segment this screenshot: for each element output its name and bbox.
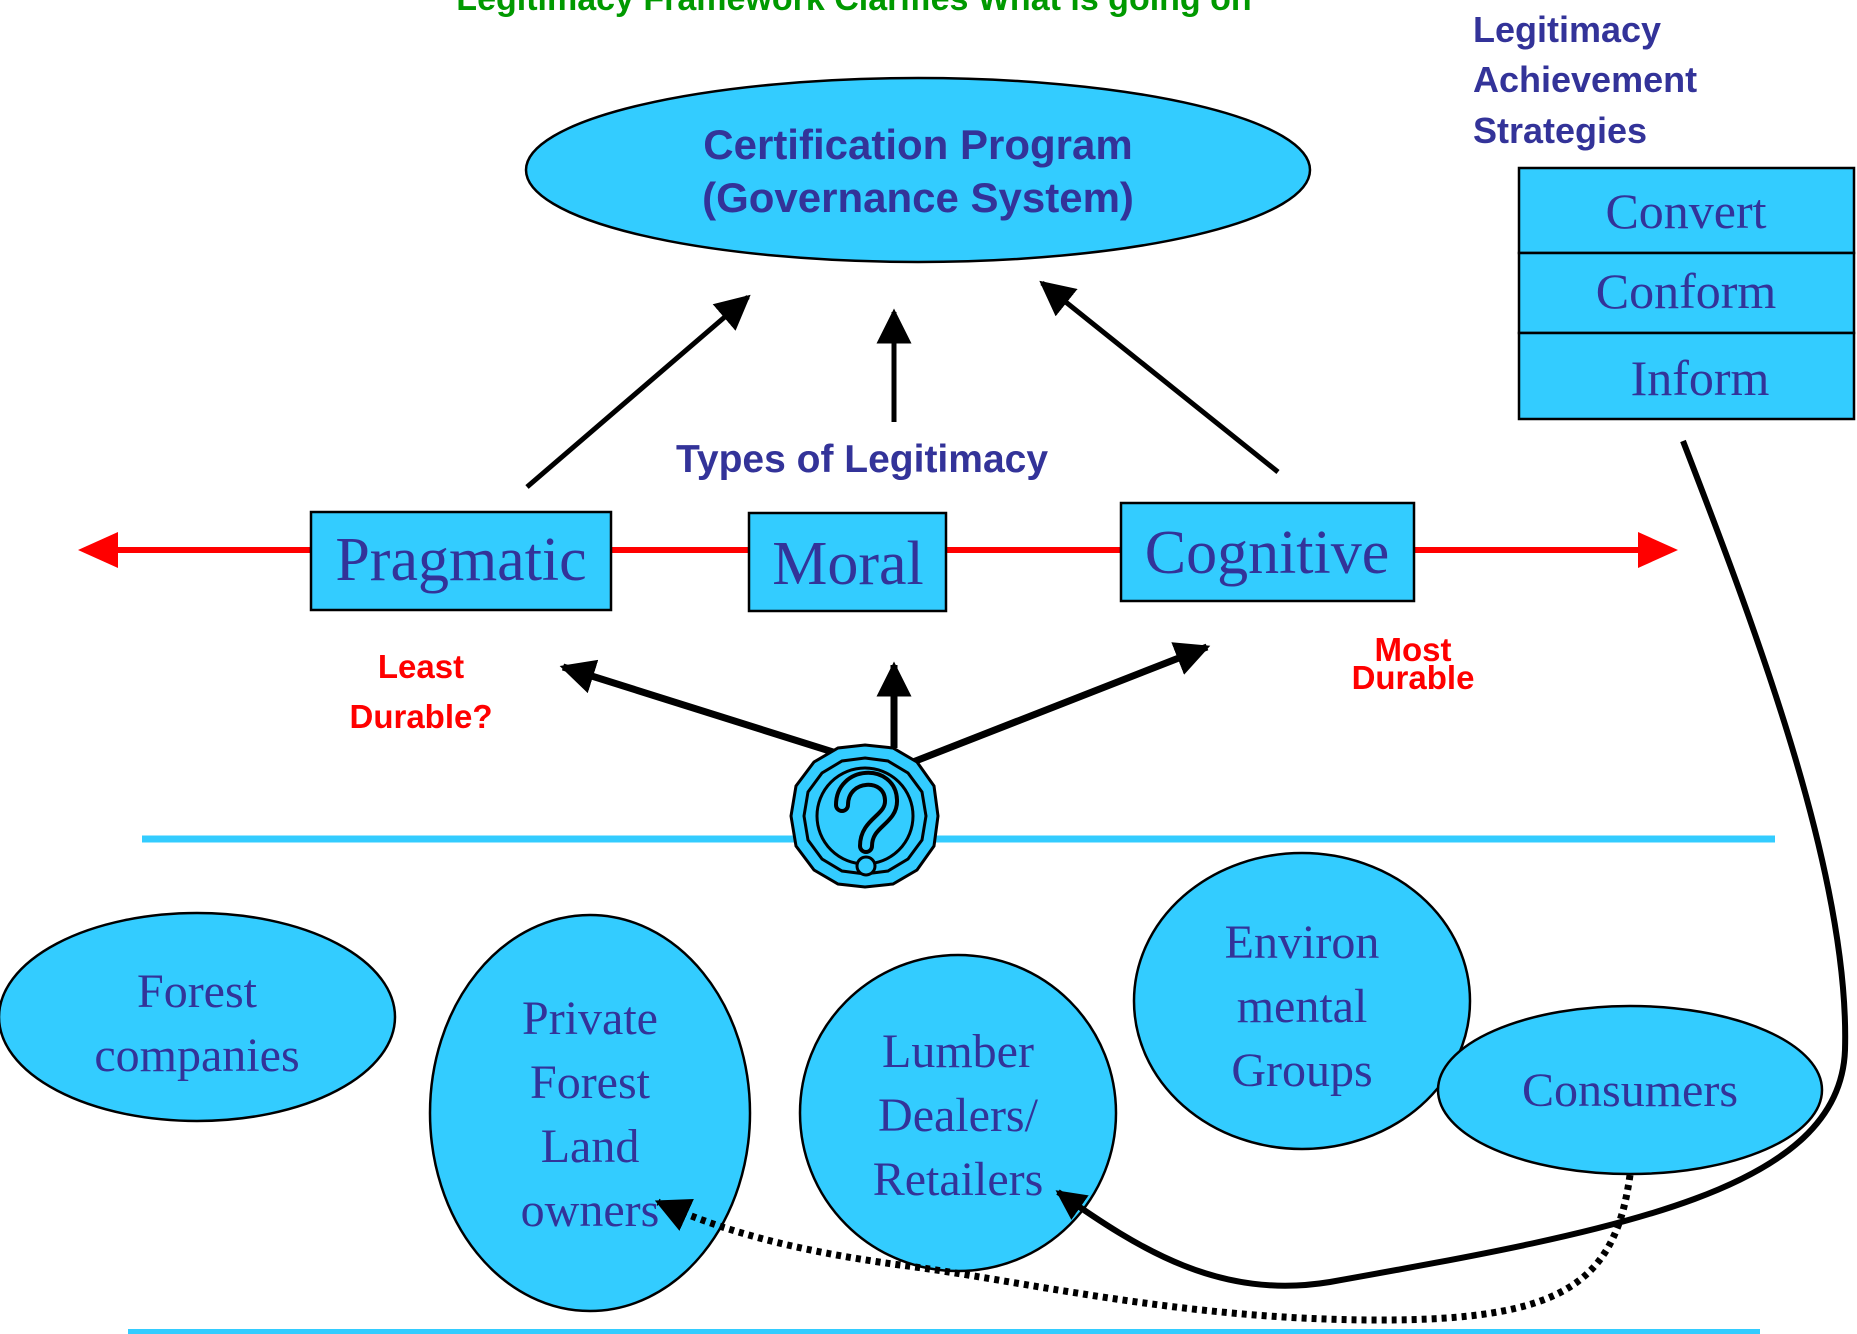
arrow-pragmatic-to-governance: [525, 294, 751, 489]
stakeholder-environmental-groups: Environ mental Groups: [1132, 851, 1472, 1151]
stakeholder-label: Environ: [1225, 916, 1380, 969]
stakeholder-label: owners: [521, 1184, 660, 1237]
arrow-question-to-pragmatic: [559, 659, 835, 756]
stakeholder-label: Groups: [1231, 1044, 1372, 1097]
stakeholder-label: Forest: [530, 1056, 651, 1109]
least-durable-line: Least: [378, 648, 464, 685]
stakeholder-label: Retailers: [873, 1153, 1044, 1206]
governance-node: Certification Program (Governance System…: [524, 76, 1312, 264]
strategy-convert: Convert: [1605, 183, 1766, 239]
page-title: Legitimacy Framework Clarifies What is g…: [456, 0, 1251, 18]
stakeholder-private-owners: Private Forest Land owners: [428, 913, 752, 1313]
strategies-list: Convert Conform Inform: [1517, 166, 1856, 421]
stakeholder-label: mental: [1237, 980, 1368, 1033]
stakeholder-label: Consumers: [1522, 1064, 1738, 1117]
most-durable-line: Most: [1375, 631, 1452, 668]
type-pragmatic: Pragmatic: [309, 510, 613, 612]
arrow-question-to-cognitive: [911, 642, 1211, 766]
stakeholder-consumers: Consumers: [1436, 1004, 1824, 1176]
strategy-conform: Conform: [1596, 263, 1777, 319]
stakeholder-label: Dealers/: [878, 1089, 1039, 1142]
governance-line1: Certification Program: [703, 121, 1132, 168]
arrow-cognitive-to-governance: [1039, 280, 1280, 474]
type-cognitive-label: Cognitive: [1145, 519, 1390, 587]
question-mark-icon: [789, 743, 940, 889]
strategy-box: [1517, 331, 1856, 421]
stakeholder-lumber-dealers: Lumber Dealers/ Retailers: [798, 953, 1118, 1273]
most-durable-label: Most Durable: [1352, 631, 1475, 696]
stakeholder-label: Forest: [137, 965, 258, 1018]
strategy-box: [1517, 251, 1856, 335]
stakeholder-forest-companies: Forest companies: [0, 911, 397, 1123]
stakeholder-label: Lumber: [882, 1025, 1034, 1078]
most-durable-line: Durable: [1352, 659, 1475, 696]
type-moral: Moral: [747, 511, 948, 613]
stakeholder-label: Private: [522, 992, 658, 1045]
strategies-heading-line: Strategies: [1473, 110, 1647, 151]
axis-left-arrowhead: [78, 532, 118, 568]
least-durable-line: Durable?: [349, 698, 492, 735]
governance-line2: (Governance System): [702, 174, 1134, 221]
strategies-heading: Legitimacy Achievement Strategies: [1473, 9, 1697, 151]
least-durable-label: Least Durable?: [349, 648, 492, 735]
types-label: Types of Legitimacy: [676, 438, 1048, 481]
type-moral-label: Moral: [772, 530, 924, 598]
type-cognitive: Cognitive: [1119, 501, 1416, 603]
strategies-heading-line: Legitimacy: [1473, 9, 1661, 50]
stakeholder-label: companies: [94, 1029, 299, 1082]
stakeholder-label: Land: [541, 1120, 640, 1173]
axis-right-arrowhead: [1638, 532, 1678, 568]
strategy-box: [1517, 166, 1856, 255]
arrow-strategies-to-lumber: [1055, 439, 1849, 1289]
strategy-inform: Inform: [1631, 350, 1770, 406]
type-pragmatic-label: Pragmatic: [335, 526, 586, 594]
strategies-heading-line: Achievement: [1473, 59, 1697, 100]
